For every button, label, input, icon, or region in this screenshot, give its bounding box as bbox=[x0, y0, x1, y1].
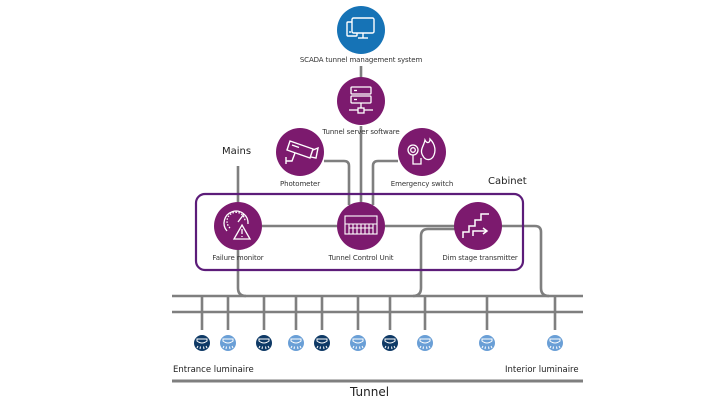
wire-emergency-tcu bbox=[371, 159, 398, 205]
lamp-icon bbox=[419, 338, 431, 350]
emergency-switch-node[interactable] bbox=[398, 128, 446, 176]
interior-luminaire[interactable] bbox=[220, 335, 236, 351]
cabinet-box bbox=[194, 192, 525, 272]
photometer-node[interactable] bbox=[276, 128, 324, 176]
lamp-icon bbox=[222, 338, 234, 350]
wire-photometer-tcu bbox=[324, 159, 351, 205]
server-label: Tunnel server software bbox=[322, 128, 400, 136]
entrance-luminaire-label: Entrance luminaire bbox=[173, 365, 254, 375]
entrance-luminaire[interactable] bbox=[194, 335, 210, 351]
entrance-luminaire[interactable] bbox=[314, 335, 330, 351]
photometer-label: Photometer bbox=[279, 180, 321, 188]
scada-node[interactable] bbox=[337, 6, 385, 54]
wires bbox=[172, 66, 583, 383]
monitor-icon bbox=[346, 17, 375, 39]
failure-monitor-label: Failure monitor bbox=[212, 254, 264, 262]
gauge-warning-icon bbox=[223, 210, 252, 240]
failure-monitor-node[interactable] bbox=[214, 202, 262, 250]
interior-luminaire[interactable] bbox=[350, 335, 366, 351]
tunnel-control-unit-node[interactable] bbox=[337, 202, 385, 250]
luminaire-row bbox=[194, 335, 563, 351]
lamp-icon bbox=[258, 338, 270, 350]
lamp-icon bbox=[384, 338, 396, 350]
control-panel-icon bbox=[344, 215, 378, 235]
interior-luminaire[interactable] bbox=[479, 335, 495, 351]
lamp-icon bbox=[549, 338, 561, 350]
fire-switch-icon bbox=[407, 137, 436, 165]
lamp-icon bbox=[196, 338, 208, 350]
interior-luminaire[interactable] bbox=[417, 335, 433, 351]
server-icon bbox=[349, 86, 373, 114]
interior-luminaire[interactable] bbox=[288, 335, 304, 351]
emergency-switch-label: Emergency switch bbox=[390, 180, 454, 188]
entrance-luminaire[interactable] bbox=[256, 335, 272, 351]
scada-label: SCADA tunnel management system bbox=[299, 56, 423, 64]
lamp-icon bbox=[481, 338, 493, 350]
lamp-icon bbox=[290, 338, 302, 350]
tunnel-label: Tunnel bbox=[350, 385, 390, 399]
wire-dim-bus bbox=[412, 227, 455, 298]
dim-stage-transmitter-node[interactable] bbox=[454, 202, 502, 250]
dim-stage-transmitter-label: Dim stage transmitter bbox=[442, 254, 518, 262]
mains-label: Mains bbox=[222, 146, 252, 157]
tunnel-control-unit-label: Tunnel Control Unit bbox=[328, 254, 394, 262]
camera-icon bbox=[285, 140, 319, 164]
cabinet-label: Cabinet bbox=[488, 176, 527, 187]
entrance-luminaire[interactable] bbox=[382, 335, 398, 351]
lamp-icon bbox=[316, 338, 328, 350]
stairs-arrow-icon bbox=[462, 213, 489, 238]
server-node[interactable] bbox=[337, 77, 385, 125]
interior-luminaire-label: Interior luminaire bbox=[505, 365, 579, 375]
lamp-icon bbox=[352, 338, 364, 350]
interior-luminaire[interactable] bbox=[547, 335, 563, 351]
